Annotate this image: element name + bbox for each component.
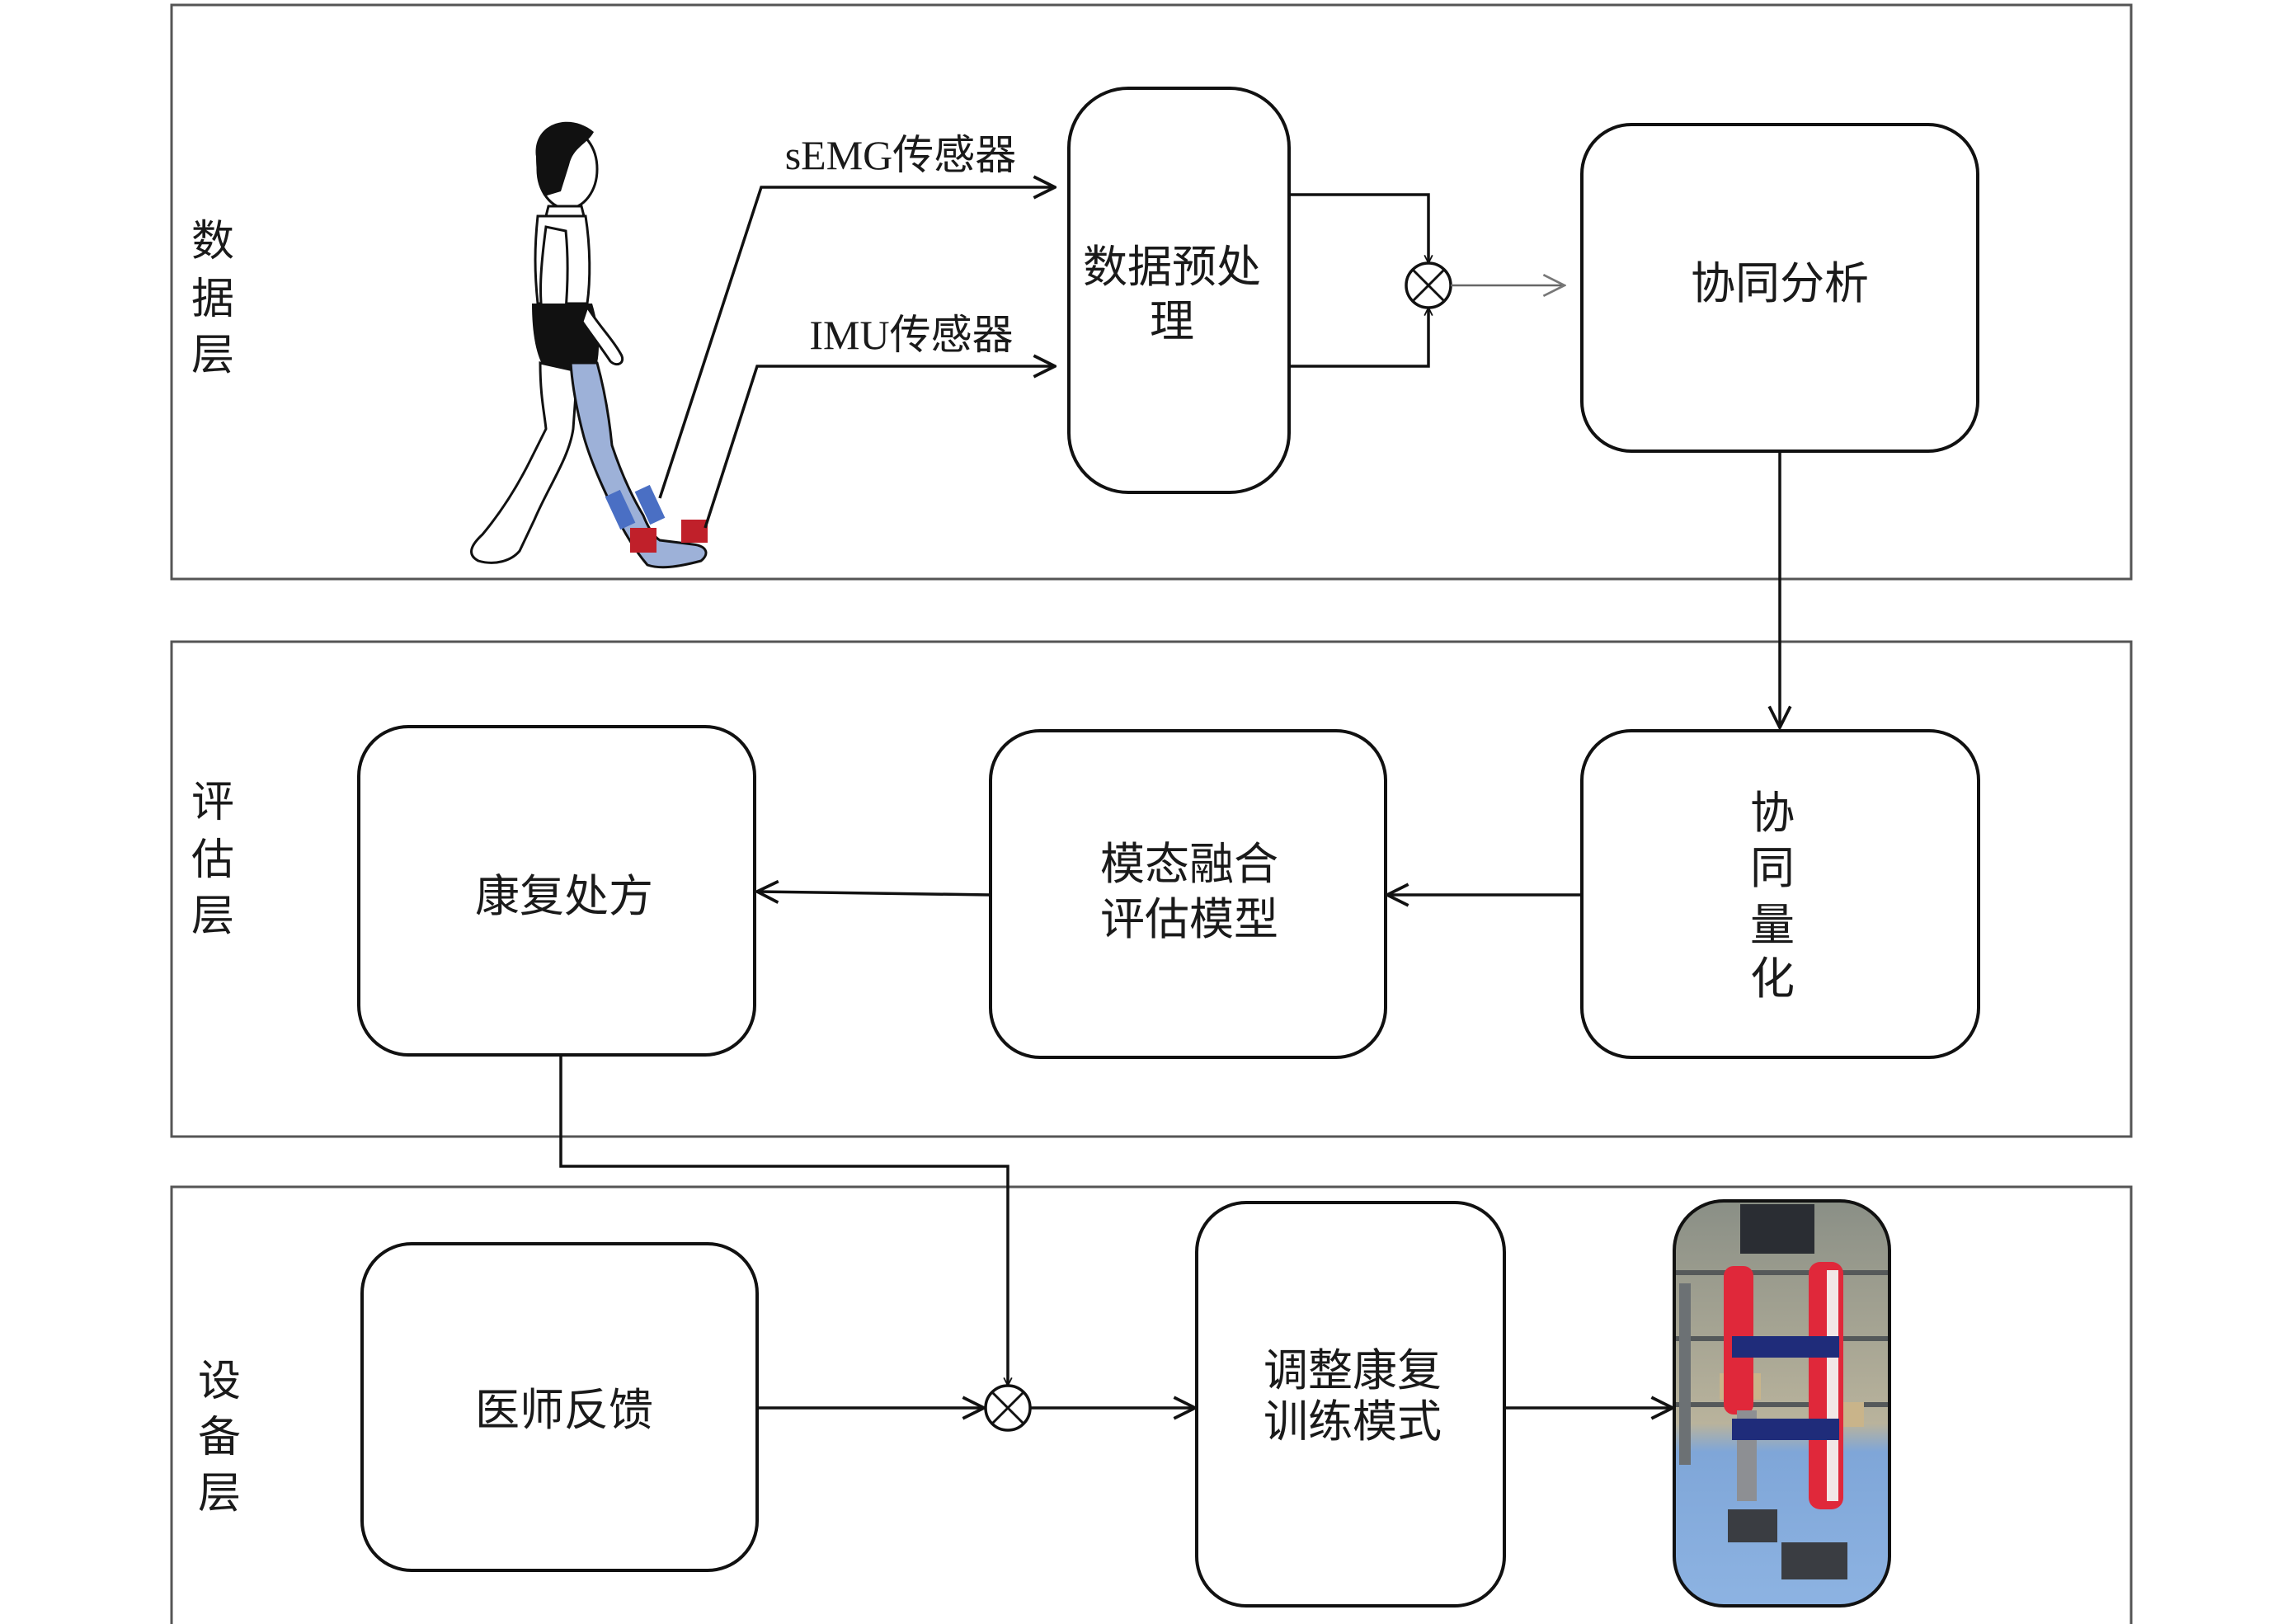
exo-shank-strap xyxy=(1732,1419,1839,1440)
imu-sensor-label: IMU传感器 xyxy=(809,312,1013,358)
synergy-analysis-text: 协同分析 xyxy=(1691,257,1869,309)
data-layer-label-char: 据 xyxy=(191,275,234,324)
exo-right-foot xyxy=(1781,1542,1847,1579)
exo-torso xyxy=(1740,1204,1814,1254)
doctor-feedback-node[interactable]: 医师反馈 xyxy=(360,1242,759,1572)
emg-sensor-marker xyxy=(634,484,666,525)
synergy-analysis-node[interactable]: 协同分析 xyxy=(1580,123,1979,453)
multiplier-icon xyxy=(1405,261,1452,309)
evaluation-layer-label: 评 估 层 xyxy=(191,778,234,941)
person-back-leg xyxy=(470,361,579,564)
shelf-line xyxy=(1674,1402,1889,1407)
person-hand xyxy=(581,304,624,366)
synergy-quant-box[interactable] xyxy=(1580,729,1980,1059)
synergy-quant-char: 量 xyxy=(1750,899,1795,951)
prescription-node[interactable]: 康复处方 xyxy=(357,725,756,1057)
adjust-mode-text-line: 训练模式 xyxy=(1264,1396,1442,1447)
synergy-quant-char: 化 xyxy=(1750,953,1795,1005)
evaluation-layer-label-char: 估 xyxy=(191,836,234,885)
exo-thigh-strap xyxy=(1732,1336,1839,1358)
shelf-line xyxy=(1674,1270,1889,1275)
exo-right-stripe xyxy=(1827,1270,1838,1501)
doctor-feedback-text: 医师反馈 xyxy=(475,1384,653,1436)
adjust-mode-box[interactable] xyxy=(1195,1201,1506,1608)
data-layer-label-char: 数 xyxy=(191,217,234,266)
person-hair xyxy=(535,121,594,196)
semg-connector-arrow xyxy=(658,187,1055,499)
semg-sensor-label: sEMG传感器 xyxy=(785,132,1017,178)
adjust-mode-node[interactable]: 调整康复 训练模式 xyxy=(1195,1201,1506,1608)
data-layer-label: 数 据 层 xyxy=(191,217,234,380)
device-layer-label: 设 备 层 xyxy=(198,1357,241,1518)
device-layer-label-char: 备 xyxy=(198,1413,241,1462)
multiplier-icon xyxy=(984,1384,1032,1432)
exoskeleton-frame xyxy=(1673,1199,1891,1608)
imu-sensor-marker xyxy=(630,528,656,553)
preprocess-node[interactable]: 数据预处 理 xyxy=(1067,87,1291,494)
exoskeleton-image xyxy=(1673,1199,1891,1608)
prescription-to-multiplier-arrow xyxy=(559,1055,1008,1386)
imu-connector-arrow xyxy=(704,366,1055,529)
data-layer-label-char: 层 xyxy=(191,331,234,380)
device-layer-label-char: 层 xyxy=(198,1469,241,1518)
exo-left-foot xyxy=(1728,1509,1777,1542)
fusion-to-prescription-arrow xyxy=(757,892,991,895)
imu-sensor-marker xyxy=(681,520,708,543)
preprocess-text-line: 理 xyxy=(1150,295,1194,347)
preprocess-to-multiplier-top xyxy=(1289,193,1428,263)
prescription-box[interactable] xyxy=(357,725,756,1057)
person-neck xyxy=(544,205,586,218)
preprocess-to-multiplier-bottom xyxy=(1289,308,1428,368)
walking-person-image xyxy=(470,121,708,569)
synergy-quant-char: 同 xyxy=(1750,842,1795,894)
preprocess-box[interactable] xyxy=(1067,87,1291,494)
evaluation-layer-label-char: 评 xyxy=(191,778,234,827)
person-front-leg xyxy=(569,361,708,569)
prescription-text: 康复处方 xyxy=(475,870,653,922)
synergy-quant-node[interactable]: 协 同 量 化 xyxy=(1580,729,1980,1059)
preprocess-text-line: 数据预处 xyxy=(1083,241,1261,293)
device-layer-label-char: 设 xyxy=(198,1357,241,1406)
synergy-quant-char: 协 xyxy=(1750,787,1795,839)
fusion-model-text-line: 评估模型 xyxy=(1100,893,1278,945)
emg-sensor-marker xyxy=(605,489,636,530)
adjust-mode-text-line: 调整康复 xyxy=(1264,1344,1442,1396)
fusion-model-text-line: 模态融合 xyxy=(1100,838,1278,890)
fusion-model-node[interactable]: 模态融合 评估模型 xyxy=(989,729,1387,1059)
rack-post xyxy=(1679,1283,1691,1465)
evaluation-layer-label-char: 层 xyxy=(191,892,234,941)
